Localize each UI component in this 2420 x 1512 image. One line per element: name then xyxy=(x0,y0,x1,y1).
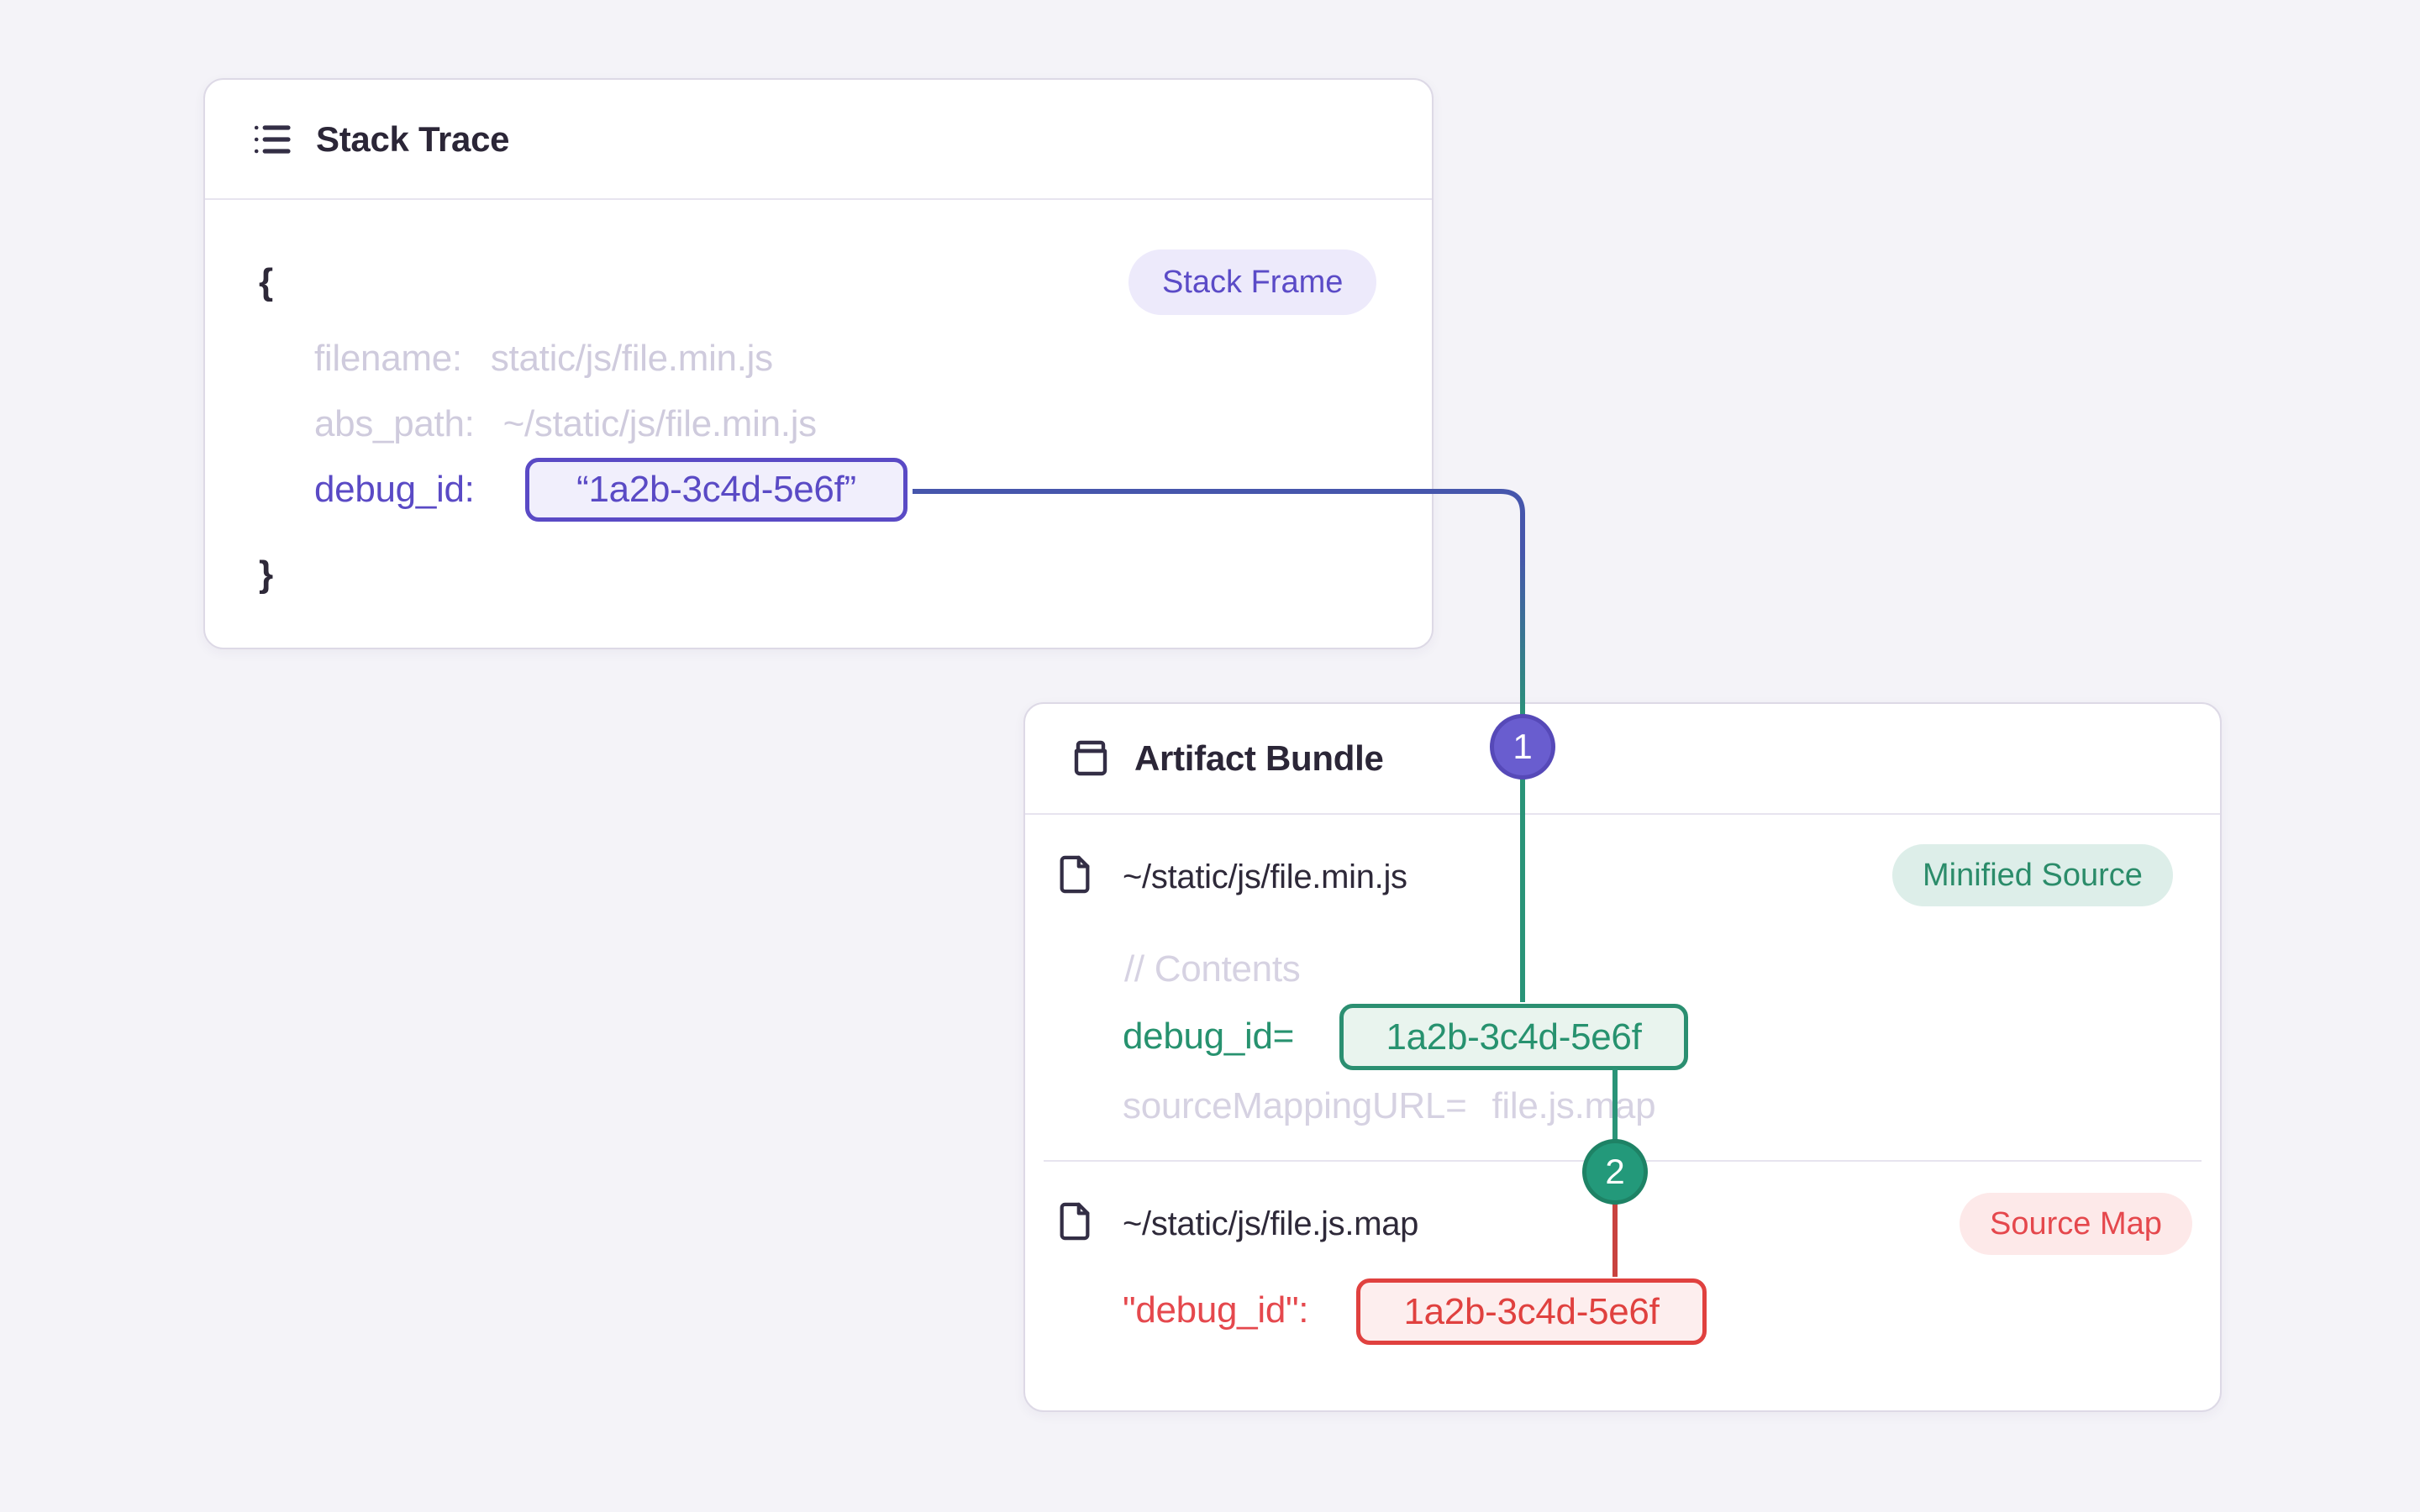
step-1-number: 1 xyxy=(1512,727,1533,766)
minified-source-badge: Minified Source xyxy=(1892,844,2173,906)
debug-id-chip-minified: 1a2b-3c4d-5e6f xyxy=(1339,1004,1688,1070)
stack-trace-card-header: Stack Trace xyxy=(205,80,1432,200)
debug-id-chip-source-map: 1a2b-3c4d-5e6f xyxy=(1356,1278,1707,1345)
code-comment-contents: // Contents xyxy=(1124,948,1301,990)
step-2-number: 2 xyxy=(1605,1152,1625,1191)
step-2-badge: 2 xyxy=(1582,1139,1648,1205)
source-mapping-value: file.js.map xyxy=(1491,1085,1656,1126)
debug-id-chip-minified-value: 1a2b-3c4d-5e6f xyxy=(1386,1016,1642,1058)
stack-trace-title: Stack Trace xyxy=(316,118,510,159)
source-map-badge-label: Source Map xyxy=(1990,1205,2162,1242)
artifact-bundle-card: Artifact Bundle ~/static/js/file.min.js … xyxy=(1023,702,2222,1412)
stack-trace-card: Stack Trace Stack Frame { filename: stati… xyxy=(203,78,1434,649)
step-1-badge: 1 xyxy=(1490,714,1555,780)
debug-id-label-minified: debug_id= xyxy=(1123,1016,1295,1057)
archive-icon xyxy=(1071,738,1111,779)
debug-id-chip-source-map-value: 1a2b-3c4d-5e6f xyxy=(1403,1290,1660,1332)
debug-id-chip-value: “1a2b-3c4d-5e6f” xyxy=(576,469,856,510)
abs-path-value: ~/static/js/file.min.js xyxy=(502,403,818,444)
debug-id-chip-stack-trace: “1a2b-3c4d-5e6f” xyxy=(525,458,908,522)
stack-frame-badge-label: Stack Frame xyxy=(1162,264,1344,300)
code-line-filename: filename: static/js/file.min.js xyxy=(314,335,773,382)
abs-path-label: abs_path: xyxy=(314,403,475,444)
file-icon-min-js xyxy=(1055,853,1094,895)
debug-id-label-source-map: "debug_id": xyxy=(1123,1289,1309,1331)
file-path-js-map: ~/static/js/file.js.map xyxy=(1123,1205,1419,1242)
source-mapping-label: sourceMappingURL= xyxy=(1123,1085,1467,1126)
artifact-bundle-card-header: Artifact Bundle xyxy=(1025,704,2220,815)
code-line-abs-path: abs_path: ~/static/js/file.min.js xyxy=(314,401,817,448)
debug-id-label: debug_id: xyxy=(314,469,475,510)
list-icon xyxy=(252,121,292,158)
stack-frame-badge: Stack Frame xyxy=(1128,249,1377,315)
filename-value: static/js/file.min.js xyxy=(490,338,773,379)
artifact-bundle-title: Artifact Bundle xyxy=(1134,738,1384,778)
code-line-source-mapping-url: sourceMappingURL= file.js.map xyxy=(1123,1083,1656,1130)
file-path-min-js: ~/static/js/file.min.js xyxy=(1123,858,1407,895)
filename-label: filename: xyxy=(314,338,462,379)
minified-source-badge-label: Minified Source xyxy=(1923,857,2143,893)
file-icon-js-map xyxy=(1055,1200,1094,1242)
code-brace-close: } xyxy=(259,554,273,595)
source-map-badge: Source Map xyxy=(1960,1193,2192,1255)
code-brace-open: { xyxy=(259,261,273,302)
